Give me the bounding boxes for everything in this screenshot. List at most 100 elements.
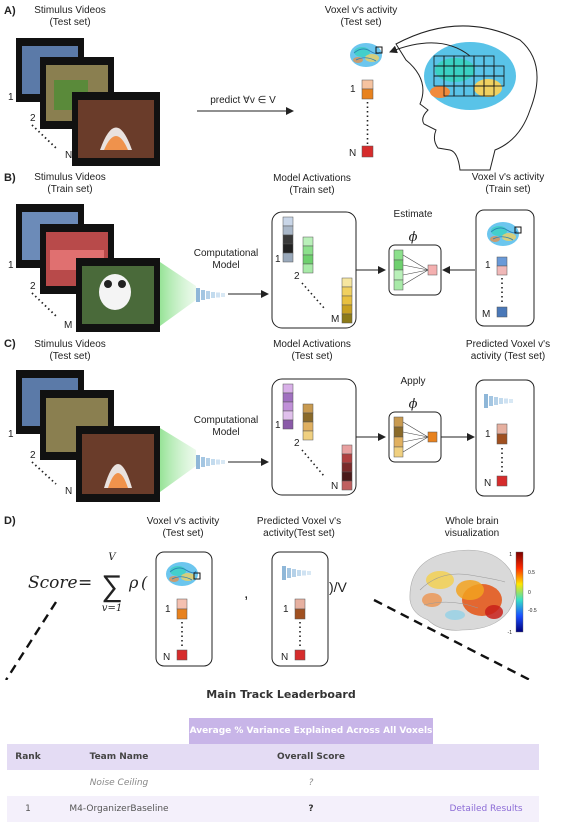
svg-text:M: M bbox=[482, 309, 490, 320]
svg-text:N: N bbox=[331, 481, 338, 492]
svg-text:=: = bbox=[78, 573, 92, 593]
svg-text:2: 2 bbox=[294, 438, 300, 449]
svg-text:v=1: v=1 bbox=[102, 603, 122, 614]
frame-label-2: 2 bbox=[30, 450, 36, 461]
regression-model-c bbox=[393, 416, 438, 458]
frame-label-n: N bbox=[65, 486, 72, 497]
voxel-timeseries-b: 1 M bbox=[482, 256, 508, 320]
row-details bbox=[433, 770, 539, 796]
apply-label: Apply bbox=[400, 376, 425, 387]
voxel-timeseries-c: 1 N bbox=[484, 423, 508, 489]
row-rank: 1 bbox=[7, 796, 49, 822]
predict-label: predict ∀v ∈ V bbox=[210, 95, 276, 106]
column-header-rank: Rank bbox=[7, 744, 49, 770]
svg-text:(: ( bbox=[141, 573, 148, 592]
svg-text:1: 1 bbox=[485, 429, 491, 440]
section-b: B) Stimulus Videos(Train set) 1 2 M Comp… bbox=[4, 172, 544, 332]
row-overall-score: ? bbox=[189, 796, 433, 822]
section-b-voxel-title: Voxel v's activity(Train set) bbox=[472, 172, 545, 195]
frame-label-2: 2 bbox=[30, 113, 36, 124]
svg-text:1: 1 bbox=[283, 604, 289, 615]
film-strip-stack bbox=[16, 370, 160, 502]
svg-text:2: 2 bbox=[294, 271, 300, 282]
colorbar: 1 0.5 0 -0.5 -1 bbox=[508, 551, 537, 636]
voxel-timeseries-a: 1 N bbox=[349, 79, 374, 159]
voxel-box-d-actual bbox=[155, 551, 213, 667]
svg-text:V: V bbox=[108, 552, 117, 563]
row-team-name: M4-OrganizerBaseline bbox=[49, 796, 189, 822]
voxel-box-d-predicted bbox=[271, 551, 329, 667]
row-team-name: Noise Ceiling bbox=[89, 778, 149, 788]
section-d: D) Voxel v's activity(Test set) Predicte… bbox=[4, 515, 537, 680]
phi-symbol: ϕ bbox=[409, 230, 418, 245]
section-c-letter: C) bbox=[4, 338, 16, 350]
detailed-results-link[interactable]: Detailed Results bbox=[433, 796, 539, 822]
section-a-voxel-title: Voxel v's activity(Test set) bbox=[325, 5, 398, 28]
whole-brain-visualization bbox=[409, 549, 516, 631]
svg-text:M: M bbox=[331, 314, 339, 325]
svg-text:1: 1 bbox=[350, 84, 356, 95]
svg-text:-0.5: -0.5 bbox=[528, 608, 537, 614]
column-header-overall-score: Overall Score bbox=[189, 744, 433, 770]
activation-vectors-c: 1 2 N bbox=[275, 383, 353, 492]
regression-box bbox=[388, 244, 442, 296]
svg-text:0: 0 bbox=[528, 590, 531, 596]
head-brain-illustration bbox=[389, 25, 538, 171]
voxel-box-c bbox=[475, 379, 535, 497]
section-a-stimulus-title: Stimulus Videos(Test set) bbox=[34, 5, 106, 28]
voxel-timeseries-d-predicted: 1 N bbox=[281, 598, 306, 663]
row-overall-score: ? bbox=[308, 778, 314, 788]
activation-vectors-b: 1 2 M bbox=[275, 216, 353, 325]
estimate-label: Estimate bbox=[394, 209, 433, 220]
svg-text:N: N bbox=[484, 478, 491, 489]
table-row: 1 M4-OrganizerBaseline ? Detailed Result… bbox=[7, 796, 539, 822]
score-formula: Score = V ∑ v=1 ρ ( , )/V bbox=[28, 552, 348, 614]
section-b-activations-title: Model Activations(Train set) bbox=[273, 173, 351, 196]
svg-text:1: 1 bbox=[485, 260, 491, 271]
voxel-box-b bbox=[475, 209, 535, 327]
svg-text:1: 1 bbox=[275, 420, 281, 431]
section-a: A) Stimulus Videos(Test set) 1 2 N predi… bbox=[4, 5, 538, 171]
film-strip-stack bbox=[16, 204, 160, 332]
leaderboard-header-row: Rank Team Name Overall Score bbox=[7, 744, 539, 770]
leaderboard-group-header: Average % Variance Explained Across All … bbox=[189, 718, 433, 744]
section-c: C) Stimulus Videos(Test set) 1 2 N Compu… bbox=[4, 338, 550, 502]
row-rank bbox=[7, 770, 49, 796]
frame-label-n: N bbox=[65, 150, 72, 161]
svg-text:)/V: )/V bbox=[329, 579, 348, 595]
frame-label-1: 1 bbox=[8, 92, 14, 103]
section-c-activations-title: Model Activations(Test set) bbox=[273, 339, 351, 362]
svg-text:0.5: 0.5 bbox=[528, 570, 535, 576]
regression-model-b bbox=[393, 249, 438, 291]
section-b-letter: B) bbox=[4, 172, 16, 184]
svg-text:1: 1 bbox=[509, 552, 512, 558]
frame-label-1: 1 bbox=[8, 260, 14, 271]
section-d-voxel-title: Voxel v's activity(Test set) bbox=[147, 516, 220, 539]
section-a-letter: A) bbox=[4, 5, 16, 17]
frame-label-1: 1 bbox=[8, 429, 14, 440]
section-b-stimulus-title: Stimulus Videos(Train set) bbox=[34, 172, 106, 195]
svg-text:N: N bbox=[281, 652, 288, 663]
svg-text:N: N bbox=[349, 148, 356, 159]
table-row: Noise Ceiling ? bbox=[7, 770, 539, 796]
pipeline-diagram: A) Stimulus Videos(Test set) 1 2 N predi… bbox=[4, 5, 550, 680]
svg-text:1: 1 bbox=[275, 254, 281, 265]
svg-text:Score: Score bbox=[28, 573, 78, 593]
svg-text:,: , bbox=[244, 585, 248, 602]
film-strip-stack bbox=[16, 38, 160, 166]
frame-label-m: M bbox=[64, 320, 72, 331]
svg-text:ρ: ρ bbox=[128, 573, 139, 592]
phi-symbol: ϕ bbox=[409, 397, 418, 412]
leaderboard-table: Average % Variance Explained Across All … bbox=[7, 718, 539, 822]
svg-text:-1: -1 bbox=[508, 630, 513, 636]
column-header-team-name: Team Name bbox=[49, 744, 189, 770]
voxel-timeseries-d-actual: 1 N bbox=[163, 598, 188, 663]
section-d-letter: D) bbox=[4, 515, 16, 527]
frame-label-2: 2 bbox=[30, 281, 36, 292]
svg-text:1: 1 bbox=[165, 604, 171, 615]
